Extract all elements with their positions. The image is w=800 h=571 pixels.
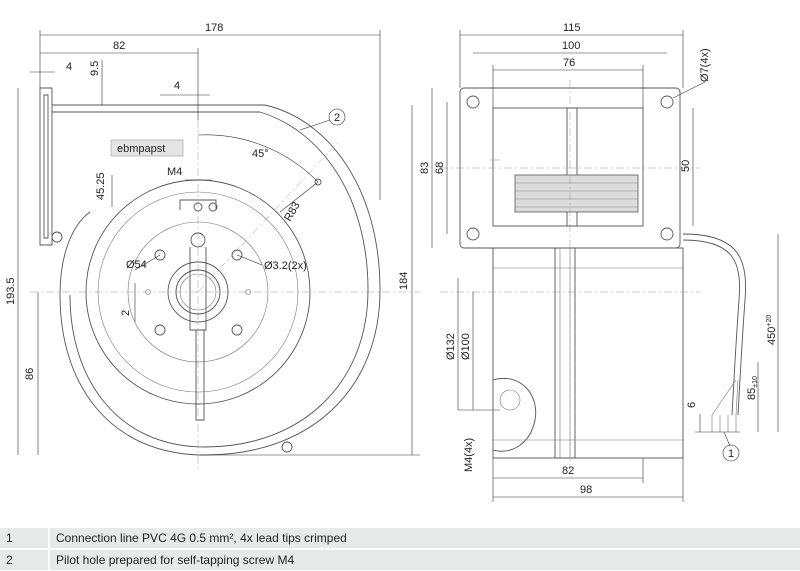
dim-D3-2: Ø3.2(2x) <box>264 260 307 272</box>
callout-2: 2 <box>334 112 340 124</box>
dim-R83: R83 <box>282 200 302 223</box>
dim-450: 450+20 <box>766 315 778 345</box>
legend-table: 1 Connection line PVC 4G 0.5 mm², 4x lea… <box>0 528 800 571</box>
dim-68: 68 <box>434 162 446 174</box>
dim-2: 2 <box>120 310 132 316</box>
dim-45-25: 45.25 <box>95 172 107 200</box>
dim-D100: Ø100 <box>460 333 472 360</box>
legend-text: Connection line PVC 4G 0.5 mm², 4x lead … <box>56 531 347 545</box>
dim-98: 98 <box>580 484 592 496</box>
dim-82-top: 82 <box>113 40 125 52</box>
dim-82-bottom: 82 <box>562 465 574 477</box>
dim-86: 86 <box>24 368 36 380</box>
dim-85: 85±10 <box>746 376 759 400</box>
dim-184: 184 <box>398 272 410 290</box>
technical-drawing: 178 82 4 9.5 4 45° 2 R83 M4 45.25 Ø54 Ø3… <box>5 22 779 502</box>
dim-45deg: 45° <box>252 148 269 160</box>
legend-number: 2 <box>0 550 50 570</box>
dim-4-b: 4 <box>174 80 180 92</box>
dim-50: 50 <box>680 160 692 172</box>
front-view-dimensions: 178 82 4 9.5 4 45° 2 R83 M4 45.25 Ø54 Ø3… <box>5 22 420 456</box>
dim-9-5: 9.5 <box>89 61 101 76</box>
dim-193-5: 193.5 <box>5 277 17 305</box>
dim-115: 115 <box>563 22 581 34</box>
dim-M4-top: M4 <box>167 166 182 178</box>
brand-label: ebmpapst <box>110 139 184 157</box>
callout-1: 1 <box>728 448 734 460</box>
dim-D54: Ø54 <box>126 259 147 271</box>
dim-M4-4x: M4(4x) <box>463 438 475 472</box>
dim-D7: Ø7(4x) <box>699 48 711 82</box>
legend-number: 1 <box>0 528 50 548</box>
brand-text: ebmpapst <box>117 143 165 155</box>
side-view <box>440 80 746 470</box>
dim-100: 100 <box>562 40 580 52</box>
legend-row: 2 Pilot hole prepared for self-tapping s… <box>0 550 800 570</box>
front-view <box>30 87 420 470</box>
dim-6: 6 <box>686 402 698 408</box>
legend-text: Pilot hole prepared for self-tapping scr… <box>56 553 295 567</box>
dim-4-a: 4 <box>66 61 72 73</box>
side-view-dimensions: 115 100 76 Ø7(4x) 83 68 50 Ø132 Ø100 M4(… <box>419 22 779 502</box>
dim-76: 76 <box>563 57 575 69</box>
dim-178: 178 <box>205 22 223 34</box>
legend-row: 1 Connection line PVC 4G 0.5 mm², 4x lea… <box>0 528 800 548</box>
dim-D132: Ø132 <box>445 333 457 360</box>
dim-83: 83 <box>419 162 431 174</box>
